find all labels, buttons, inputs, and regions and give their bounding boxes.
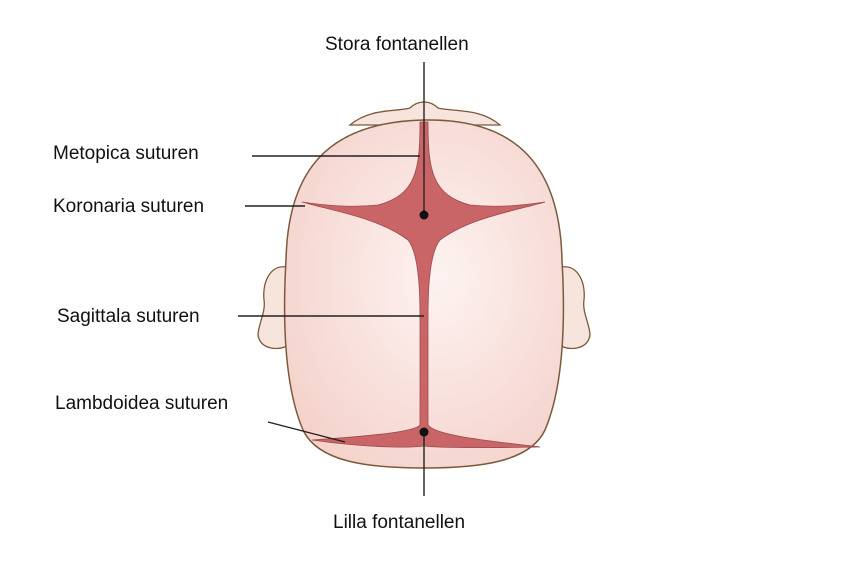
label-sagittala-suturen: Sagittala suturen — [57, 306, 200, 327]
label-lilla-fontanellen: Lilla fontanellen — [333, 512, 466, 533]
left-ear — [257, 266, 291, 349]
right-ear — [557, 266, 591, 349]
stora-fontanellen-dot — [419, 210, 429, 220]
label-koronaria-suturen: Koronaria suturen — [53, 196, 205, 217]
label-lambdoidea-suturen: Lambdoidea suturen — [55, 393, 229, 414]
label-metopica-suturen: Metopica suturen — [53, 143, 199, 164]
leader-lines — [238, 62, 425, 496]
label-stora-fontanellen: Stora fontanellen — [325, 34, 469, 55]
face-bump — [348, 101, 502, 126]
lilla-fontanellen-dot — [419, 427, 429, 437]
